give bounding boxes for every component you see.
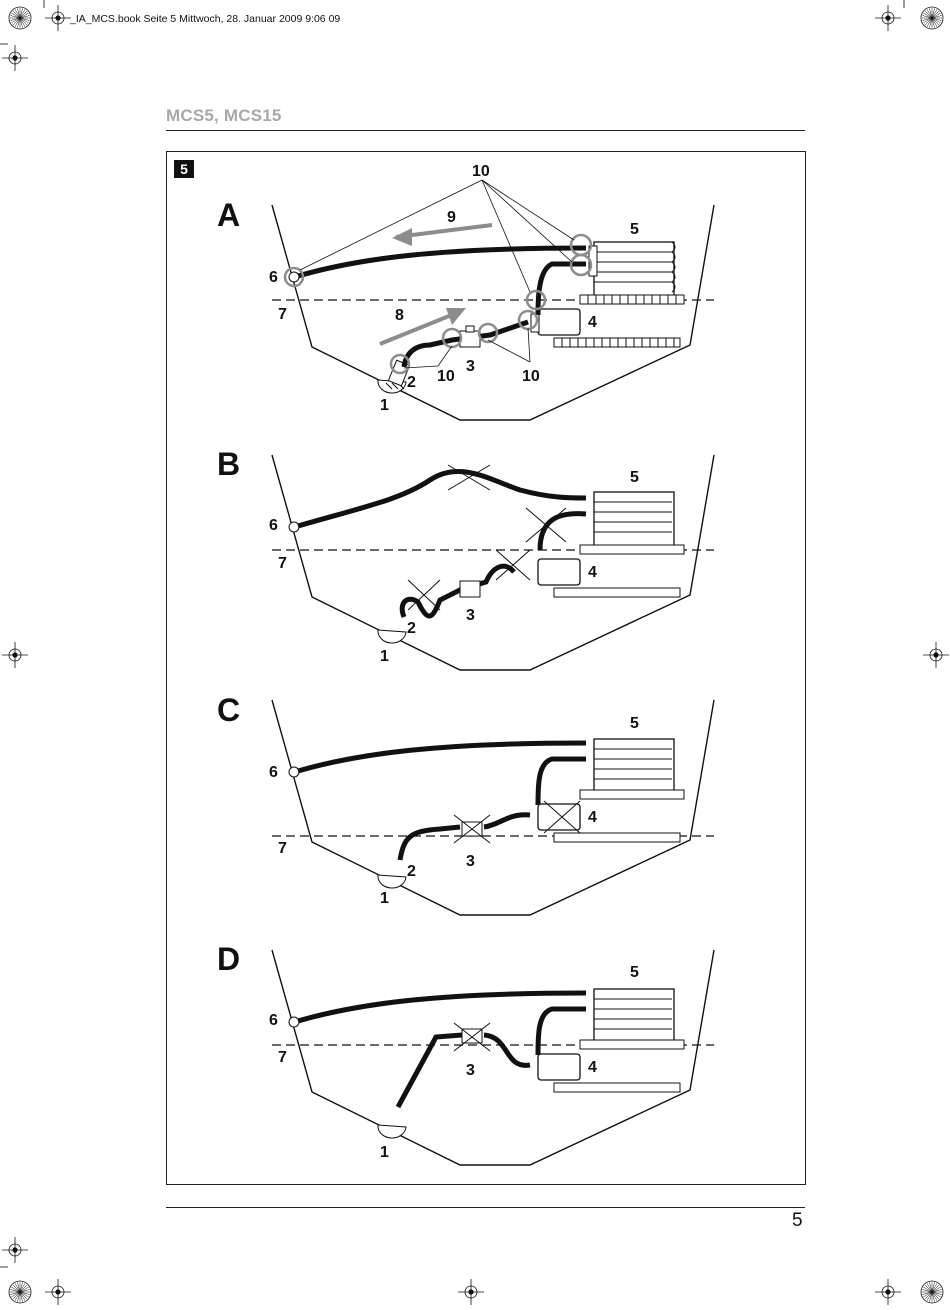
panel-a-label-5: 5 [630,221,639,238]
panel-a-letter: A [217,197,240,233]
panel-a-label-4: 4 [588,314,597,331]
panel-d-label-3: 3 [466,1062,475,1079]
panel-b-label-2: 2 [407,620,416,637]
document-title: MCS5, MCS15 [166,106,282,125]
panel-a-label-9: 9 [447,209,456,226]
panel-b-label-1: 1 [380,648,389,665]
footer-rule [166,1207,805,1208]
page-number: 5 [792,1210,803,1231]
panel-a-diagram [272,179,714,420]
panel-a-label-1: 1 [380,397,389,414]
panel-d-diagram [271,949,715,1166]
panel-c-label-3: 3 [466,853,475,870]
panel-c-label-5: 5 [630,715,639,732]
panel-d-label-5: 5 [630,964,639,981]
panel-b-letter: B [217,446,240,482]
panel-b-label-5: 5 [630,469,639,486]
panel-b-diagram [271,454,715,671]
panel-d-label-7: 7 [278,1049,287,1066]
panel-a-label-10-right: 10 [522,368,540,385]
panel-a-label-8: 8 [395,307,404,324]
panel-c-label-6: 6 [269,764,278,781]
panel-d-label-4: 4 [588,1059,597,1076]
panel-d-label-1: 1 [380,1144,389,1161]
panel-b-label-7: 7 [278,555,287,572]
panel-c-label-1: 1 [380,890,389,907]
panel-a-label-10-top: 10 [472,163,490,180]
panel-d-label-6: 6 [269,1012,278,1029]
panel-d-letter: D [217,941,240,977]
figure-frame [166,151,806,1185]
panel-a-label-2: 2 [407,374,416,391]
panel-b-label-3: 3 [466,607,475,624]
panel-a-label-3: 3 [466,358,475,375]
panel-c-letter: C [217,692,240,728]
panel-c-label-4: 4 [588,809,597,826]
panel-b-label-4: 4 [588,564,597,581]
panel-a-label-6: 6 [269,269,278,286]
panel-c-label-7: 7 [278,840,287,857]
panel-b-label-6: 6 [269,517,278,534]
print-header: _IA_MCS.book Seite 5 Mittwoch, 28. Janua… [70,13,341,25]
panel-c-label-2: 2 [407,863,416,880]
figure-number-badge: 5 [174,160,194,178]
title-rule [166,130,805,131]
panel-a-label-7: 7 [278,306,287,323]
panel-c-diagram [271,699,715,916]
panel-a-label-10-left: 10 [437,368,455,385]
